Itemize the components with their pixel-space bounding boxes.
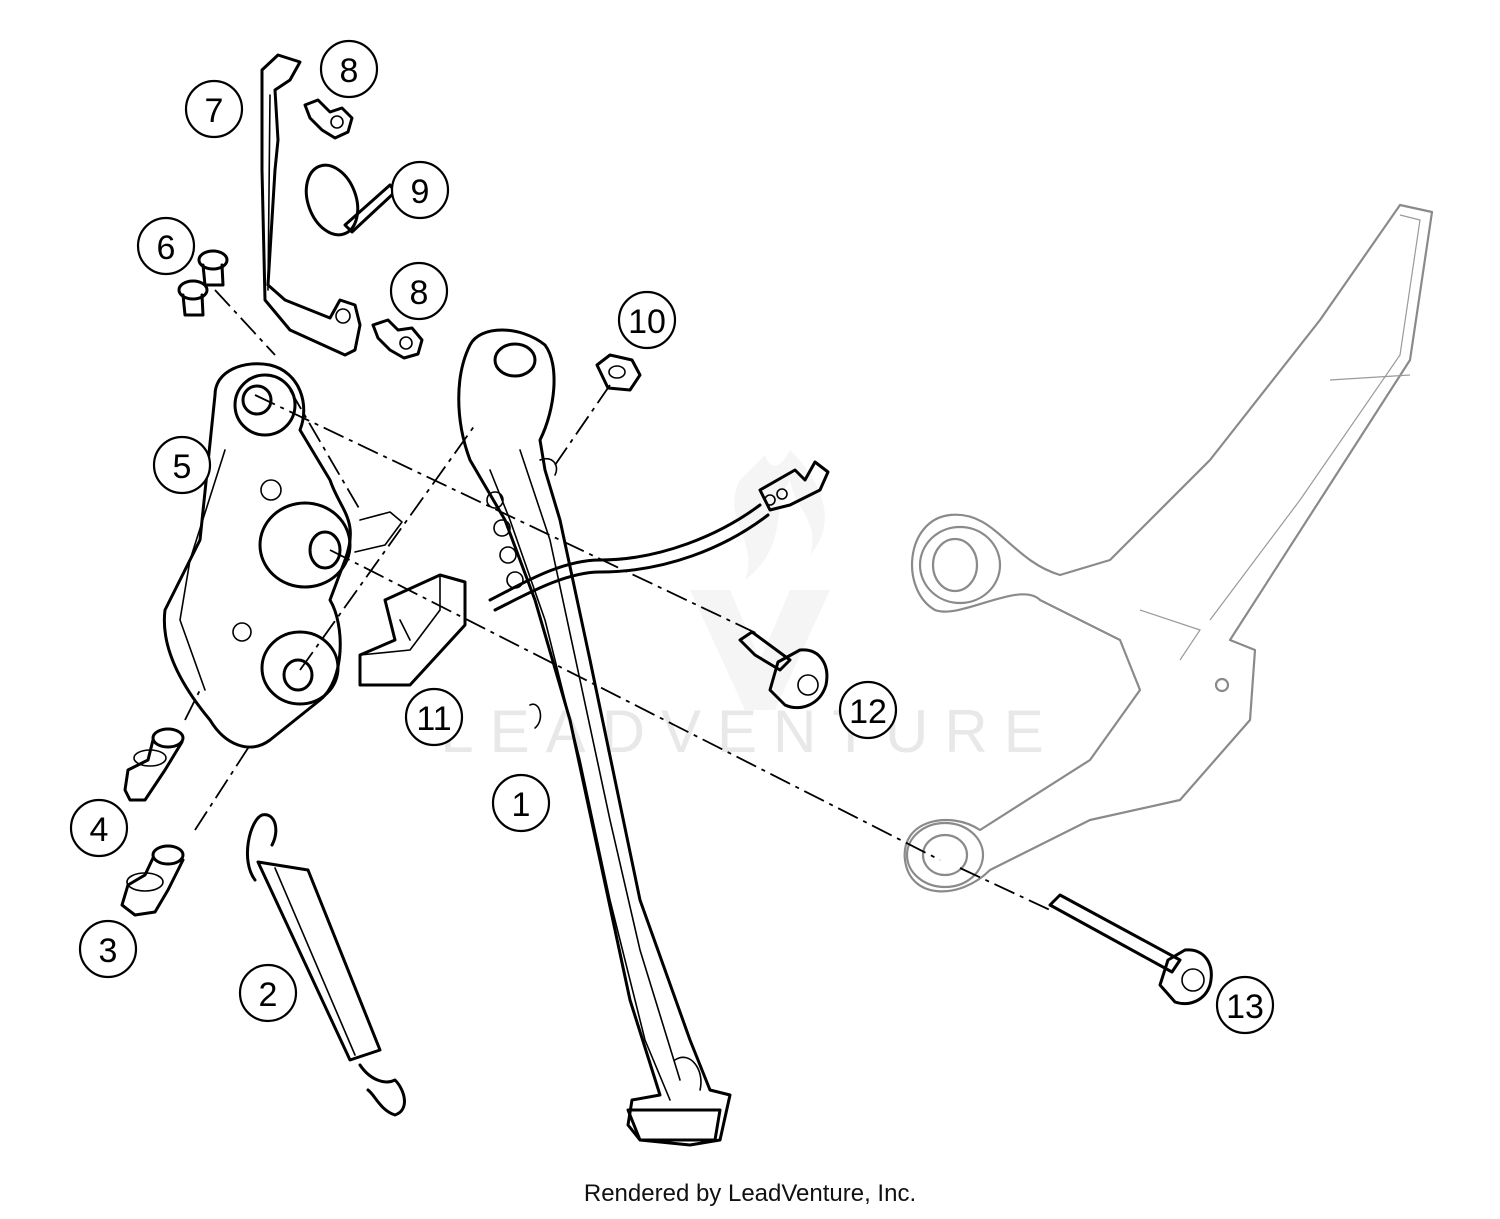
pivot-bolt-short [738,630,829,710]
callout-label: 10 [628,303,666,341]
bolt-lower [371,318,424,360]
assembly-leader-lines [184,289,1051,911]
sensor-bracket [260,53,362,357]
callout-2: 2 [238,963,298,1023]
callout-label: 12 [849,693,887,731]
callout-1: 1 [491,773,551,833]
bushing-pin [123,727,185,802]
ghost-footrest-bracket [903,203,1434,893]
callout-3: 3 [78,919,138,979]
callout-label: 4 [90,811,109,849]
hex-nut [595,353,642,392]
callout-8-upper: 8 [319,39,379,99]
callout-label: 6 [157,229,176,267]
callout-13: 13 [1215,975,1275,1035]
return-spring [245,813,406,1117]
bolt-upper [303,98,354,140]
callout-7: 7 [184,79,244,139]
watermark-logo [690,450,830,710]
rivet-pair [177,249,229,317]
side-stand [457,328,732,1147]
sensor-cable [488,460,830,612]
callout-4: 4 [69,798,129,858]
callout-label: 5 [173,448,192,486]
rubber-buffer [358,573,467,687]
callout-5: 5 [152,435,212,495]
callout-label: 2 [259,976,278,1014]
callout-label: 11 [416,700,451,738]
callout-11: 11 [404,687,464,747]
callout-label: 8 [410,274,429,312]
bushing [120,844,185,917]
callout-label: 13 [1226,988,1264,1026]
callout-label: 3 [99,932,118,970]
callout-10: 10 [617,290,677,350]
cable-tie [304,163,397,237]
callout-label: 1 [512,786,531,824]
callout-8-lower: 8 [389,261,449,321]
callout-6: 6 [136,216,196,276]
rendered-by-credit: Rendered by LeadVenture, Inc. [583,1180,917,1207]
callout-label: 8 [340,52,359,90]
side-stand-bracket [162,362,403,749]
callout-label: 9 [411,173,430,211]
pivot-bolt-long [1048,893,1213,1006]
watermark-wordmark: LEADVENTURE [440,698,1059,765]
callout-12: 12 [838,680,898,740]
callout-label: 7 [205,92,224,130]
callout-9: 9 [390,160,450,220]
